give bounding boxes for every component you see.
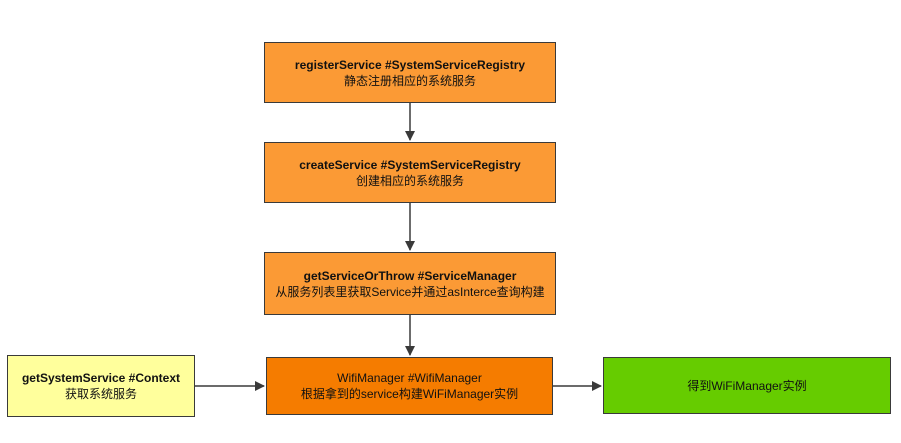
get-service-title: getServiceOrThrow #ServiceManager xyxy=(303,268,517,283)
create-service-node: createService #SystemServiceRegistry 创建相… xyxy=(264,142,556,203)
register-service-subtitle: 静态注册相应的系统服务 xyxy=(343,73,476,88)
register-service-node: registerService #SystemServiceRegistry 静… xyxy=(264,42,556,103)
get-service-node: getServiceOrThrow #ServiceManager 从服务列表里… xyxy=(264,252,556,315)
register-service-title: registerService #SystemServiceRegistry xyxy=(294,57,526,72)
context-node: getSystemService #Context 获取系统服务 xyxy=(7,355,195,417)
result-title: 得到WiFiManager实例 xyxy=(687,378,807,393)
result-node: 得到WiFiManager实例 xyxy=(603,357,891,414)
wifi-manager-subtitle: 根据拿到的service构建WiFiManager实例 xyxy=(300,387,519,401)
wifi-manager-title: WifiManager #WifiManager xyxy=(337,371,482,385)
wifi-manager-node: WifiManager #WifiManager 根据拿到的service构建W… xyxy=(266,357,553,415)
create-service-title: createService #SystemServiceRegistry xyxy=(299,157,521,172)
context-title: getSystemService #Context xyxy=(21,371,181,385)
create-service-subtitle: 创建相应的系统服务 xyxy=(355,173,464,188)
get-service-subtitle: 从服务列表里获取Service并通过asInterce查询构建 xyxy=(275,284,545,299)
context-subtitle: 获取系统服务 xyxy=(64,387,137,401)
